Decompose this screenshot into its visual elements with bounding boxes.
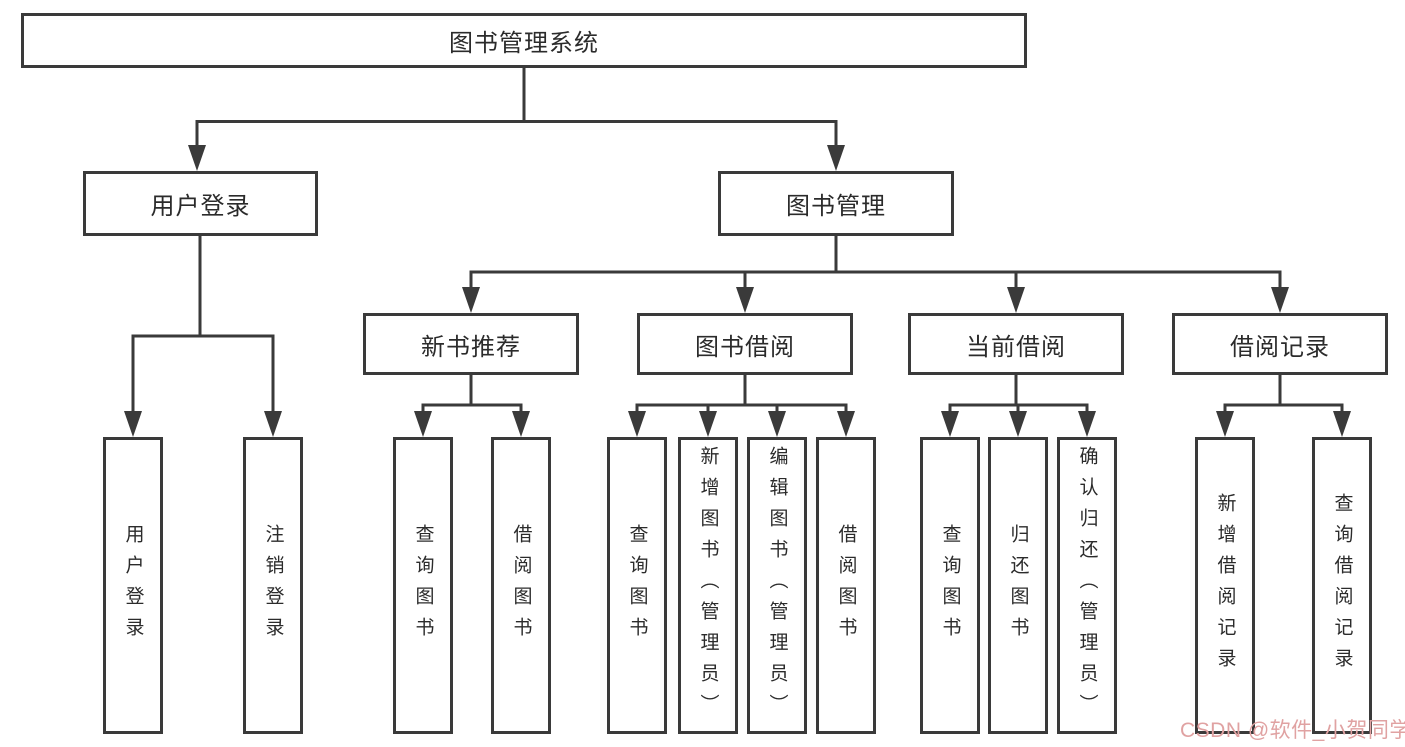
edges-book-mgmt (462, 236, 1289, 313)
node-book-management: 图书管理 (718, 171, 954, 236)
node-label: 查询图书 (412, 523, 434, 648)
node-label: 当前借阅 (966, 333, 1066, 361)
node-label: 编辑图书（管理员） (766, 446, 788, 725)
leaf-query-books-borrow: 查询图书 (607, 437, 667, 734)
node-label: 借阅图书 (835, 523, 857, 648)
leaf-confirm-return-admin: 确认归还（管理员） (1057, 437, 1117, 734)
node-borrow-records: 借阅记录 (1172, 313, 1388, 375)
edges-user-login (124, 236, 282, 437)
node-root-system: 图书管理系统 (21, 13, 1027, 68)
leaf-return-books: 归还图书 (988, 437, 1048, 734)
leaf-query-books-recommend: 查询图书 (393, 437, 453, 734)
leaf-query-borrow-record: 查询借阅记录 (1312, 437, 1372, 734)
leaf-add-books-admin: 新增图书（管理员） (678, 437, 738, 734)
node-label: 用户登录 (122, 523, 144, 648)
leaf-add-borrow-record: 新增借阅记录 (1195, 437, 1255, 734)
node-label: 确认归还（管理员） (1076, 446, 1098, 725)
edges-book-borrow (628, 375, 855, 437)
node-label: 归还图书 (1007, 523, 1029, 648)
node-current-borrowing: 当前借阅 (908, 313, 1124, 375)
node-label: 图书管理系统 (449, 30, 599, 57)
leaf-user-login: 用户登录 (103, 437, 163, 734)
leaf-logout: 注销登录 (243, 437, 303, 734)
node-label: 查询图书 (939, 523, 961, 648)
leaf-borrow-books-recommend: 借阅图书 (491, 437, 551, 734)
csdn-watermark: CSDN @软件_小贺同学 (1180, 719, 1405, 742)
edges-new-book (414, 375, 530, 437)
node-label: 注销登录 (262, 523, 284, 648)
edges-root (188, 68, 845, 171)
node-label: 新书推荐 (421, 333, 521, 361)
leaf-edit-books-admin: 编辑图书（管理员） (747, 437, 807, 734)
node-new-book-recommend: 新书推荐 (363, 313, 579, 375)
node-label: 图书管理 (786, 193, 886, 220)
node-label: 用户登录 (150, 193, 251, 220)
leaf-query-books-current: 查询图书 (920, 437, 980, 734)
edges-borrow-records (1216, 375, 1351, 437)
node-label: 新增图书（管理员） (697, 446, 719, 725)
node-label: 图书借阅 (695, 333, 795, 361)
node-label: 查询图书 (626, 523, 648, 648)
edges-current-borrow (941, 375, 1096, 437)
node-user-login: 用户登录 (83, 171, 318, 236)
leaf-borrow-books: 借阅图书 (816, 437, 876, 734)
node-label: 借阅记录 (1230, 333, 1330, 361)
node-label: 借阅图书 (510, 523, 532, 648)
node-label: 查询借阅记录 (1331, 492, 1353, 679)
node-label: 新增借阅记录 (1214, 492, 1236, 679)
node-book-borrowing: 图书借阅 (637, 313, 853, 375)
